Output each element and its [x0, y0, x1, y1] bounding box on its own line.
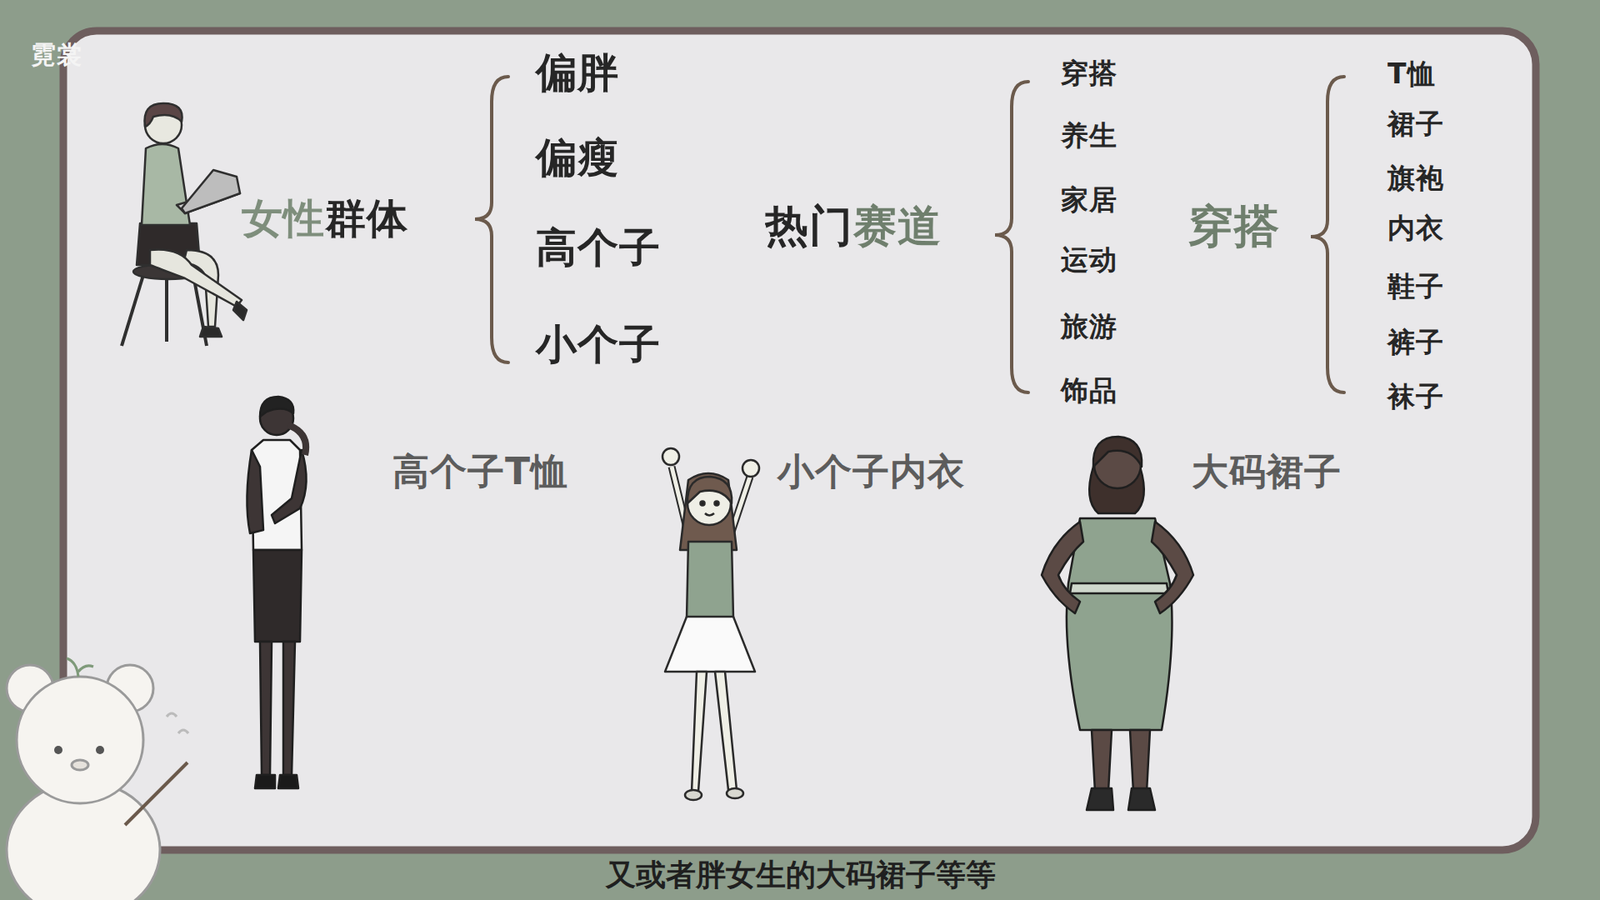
- jumping-girl-figure-part: [726, 788, 744, 799]
- sitting-woman-figure-part: [144, 103, 182, 127]
- branch-item: 旅游: [1060, 310, 1118, 343]
- plus-size-woman-figure-part: [1070, 583, 1169, 594]
- jumping-girl-figure-part: [662, 448, 680, 465]
- jumping-girl-figure-part: [665, 616, 755, 672]
- plus-size-woman-figure-part: [1093, 436, 1142, 467]
- branch-item: 袜子: [1387, 380, 1445, 413]
- sitting-woman-figure-part: [165, 276, 169, 342]
- jumping-girl-figure-part: [715, 501, 720, 506]
- tall-woman-figure-part: [278, 775, 299, 789]
- bear-mascot-part: [54, 745, 63, 755]
- bear-mascot-part: [125, 762, 188, 825]
- branch-item: 小个子: [535, 321, 661, 369]
- bear-mascot-part: [71, 760, 89, 770]
- branch-item: 鞋子: [1387, 270, 1445, 303]
- plus-size-woman-figure-part: [1091, 730, 1112, 792]
- branch-item: 偏瘦: [535, 135, 620, 182]
- tall-woman-figure-part: [260, 641, 272, 775]
- branch-item: 旗袍: [1387, 162, 1445, 195]
- example-label: 大码裙子: [1191, 450, 1342, 494]
- plus-size-woman-figure-part: [1151, 521, 1194, 614]
- jumping-girl-figure-part: [680, 473, 737, 550]
- jumping-girl-figure-part: [691, 671, 707, 792]
- plus-size-woman-figure-part: [1041, 521, 1084, 614]
- branch-item: 运动: [1060, 244, 1118, 276]
- watermark: 霓裳: [30, 40, 83, 70]
- tall-woman-figure-part: [260, 396, 294, 417]
- plus-size-woman-figure-part: [1130, 730, 1150, 792]
- jumping-girl-figure-part: [715, 671, 737, 790]
- group-title: 女性群体: [241, 195, 409, 243]
- sitting-woman-figure-part: [141, 144, 190, 225]
- panel: [63, 30, 1536, 850]
- jumping-girl-figure-part: [742, 460, 760, 477]
- tall-woman-figure-part: [246, 450, 264, 534]
- curly-bracket-part: [1310, 76, 1345, 393]
- jumping-girl-figure-part: [686, 541, 734, 619]
- sitting-woman-figure-part: [233, 301, 247, 320]
- jumping-girl-figure-part: [687, 476, 732, 504]
- bear-mascot-part: [95, 745, 105, 755]
- tall-woman-figure-part: [288, 425, 306, 455]
- jumping-girl-figure-part: [705, 513, 715, 516]
- branch-item: 偏胖: [535, 50, 620, 97]
- branch-item: 裤子: [1387, 326, 1445, 359]
- tall-woman-figure-part: [253, 550, 302, 642]
- branch-item: 内衣: [1387, 212, 1445, 245]
- example-label: 高个子T恤: [392, 450, 569, 494]
- bear-mascot-part: [16, 676, 144, 804]
- bear-mascot-part: [166, 713, 189, 734]
- panel-part: [63, 30, 1536, 850]
- branch-item: 家居: [1060, 184, 1118, 216]
- bear-mascot-part: [66, 658, 94, 677]
- branch-item: 饰品: [1060, 375, 1118, 407]
- bear-mascot: [6, 658, 189, 900]
- branch-item: 裙子: [1387, 108, 1445, 140]
- tall-woman-figure-part: [271, 450, 307, 524]
- example-label: 小个子内衣: [777, 450, 965, 494]
- tall-woman-figure-part: [283, 641, 295, 775]
- group-title: 穿搭: [1188, 200, 1280, 253]
- tall-woman-figure-part: [255, 775, 275, 789]
- sitting-woman-figure: [121, 103, 247, 346]
- subtitle-caption: 又或者胖女生的大码裙子等等: [605, 857, 996, 892]
- curly-bracket: [475, 76, 1345, 393]
- jumping-girl-figure-part: [700, 501, 705, 506]
- curly-bracket-part: [995, 81, 1029, 393]
- sitting-woman-figure-part: [181, 170, 240, 214]
- curly-bracket-part: [475, 76, 509, 363]
- branch-item: T恤: [1387, 58, 1436, 90]
- plus-size-woman-figure-part: [1066, 518, 1173, 730]
- plus-size-woman-figure-part: [1128, 788, 1155, 810]
- sitting-woman-figure-part: [121, 275, 144, 346]
- jumping-girl-figure: [662, 448, 760, 800]
- sitting-woman-figure-part: [200, 326, 222, 337]
- sitting-woman-figure-part: [150, 249, 242, 307]
- group-title: 热门赛道: [765, 201, 942, 252]
- jumping-girl-figure-part: [685, 790, 702, 800]
- branch-item: 高个子: [535, 225, 661, 272]
- branch-item: 养生: [1060, 120, 1118, 152]
- tall-woman-figure: [246, 396, 306, 789]
- plus-size-woman-figure: [1041, 436, 1194, 810]
- plus-size-woman-figure-part: [1086, 788, 1114, 810]
- branch-item: 穿搭: [1060, 57, 1118, 90]
